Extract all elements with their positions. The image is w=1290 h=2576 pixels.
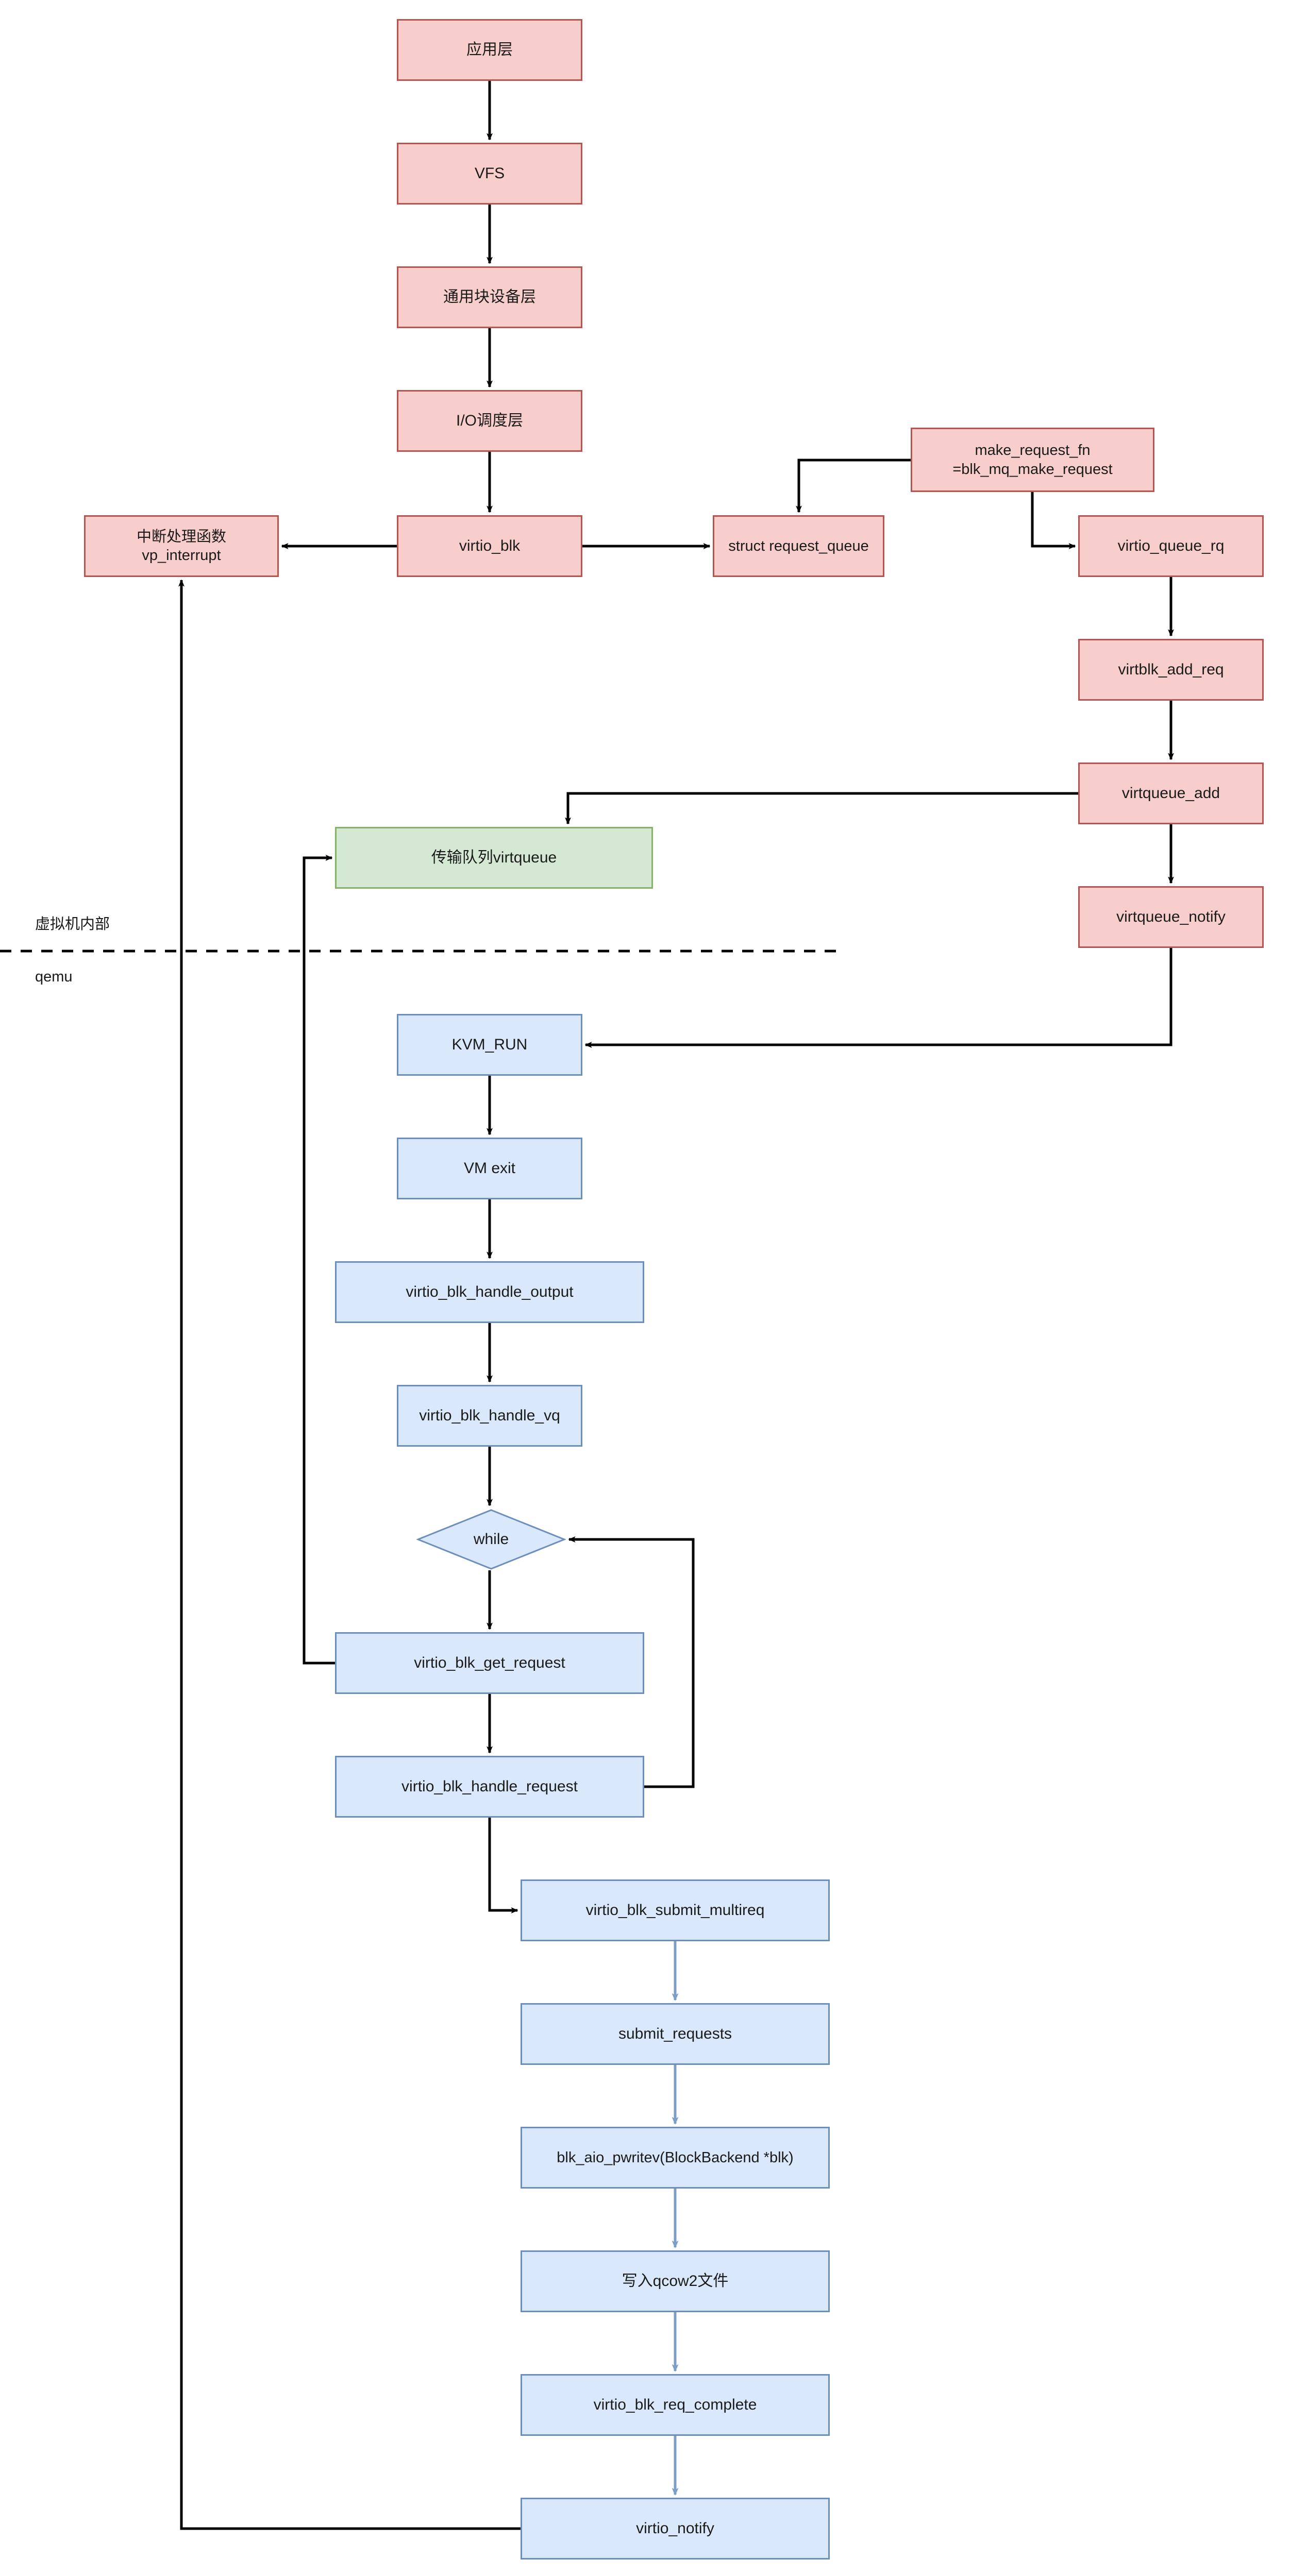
- node-while-decision[interactable]: while: [415, 1509, 567, 1570]
- node-virtqueue[interactable]: 传输队列virtqueue: [335, 827, 653, 889]
- edge-make-request-fn-to-virtio-queue-rq: [1031, 492, 1076, 549]
- node-vfs[interactable]: VFS: [397, 143, 582, 205]
- node-virtio-notify[interactable]: virtio_notify: [521, 2498, 830, 2560]
- node-virtio-blk[interactable]: virtio_blk: [397, 515, 582, 577]
- node-virtio-blk-submit-multireq[interactable]: virtio_blk_submit_multireq: [521, 1879, 830, 1941]
- node-kvm-run[interactable]: KVM_RUN: [397, 1014, 582, 1076]
- qemu-lane-label: qemu: [35, 969, 73, 985]
- edge-make-request-fn-to-request-queue: [796, 459, 911, 513]
- node-blk-aio-pwritev[interactable]: blk_aio_pwritev(BlockBackend *blk): [521, 2127, 830, 2189]
- node-vp-interrupt[interactable]: 中断处理函数 vp_interrupt: [84, 515, 279, 577]
- node-virtio-blk-handle-output[interactable]: virtio_blk_handle_output: [335, 1261, 644, 1323]
- node-write-qcow2[interactable]: 写入qcow2文件: [521, 2250, 830, 2312]
- edge-virtqueue-add-to-virtqueue: [565, 792, 1078, 825]
- node-virtqueue-notify[interactable]: virtqueue_notify: [1078, 886, 1264, 948]
- node-make-request-fn[interactable]: make_request_fn =blk_mq_make_request: [911, 428, 1154, 492]
- node-vm-exit[interactable]: VM exit: [397, 1138, 582, 1199]
- node-generic-block-layer[interactable]: 通用块设备层: [397, 266, 582, 328]
- node-virtblk-add-req[interactable]: virtblk_add_req: [1078, 639, 1264, 701]
- node-virtio-blk-get-request[interactable]: virtio_blk_get_request: [335, 1632, 644, 1694]
- node-io-scheduler-layer[interactable]: I/O调度层: [397, 390, 582, 452]
- node-virtio-blk-handle-request[interactable]: virtio_blk_handle_request: [335, 1756, 644, 1818]
- node-virtqueue-add[interactable]: virtqueue_add: [1078, 762, 1264, 824]
- node-virtio-queue-rq[interactable]: virtio_queue_rq: [1078, 515, 1264, 577]
- node-struct-request-queue[interactable]: struct request_queue: [713, 515, 884, 577]
- edge-virtqueue-notify-to-kvm-run: [584, 948, 1172, 1048]
- while-diamond-shape: [415, 1509, 567, 1570]
- node-submit-requests[interactable]: submit_requests: [521, 2003, 830, 2065]
- while-decision-label: while: [473, 1531, 509, 1548]
- node-virtio-blk-req-complete[interactable]: virtio_blk_req_complete: [521, 2374, 830, 2436]
- guest-lane-label: 虚拟机内部: [35, 916, 110, 933]
- edge-get-request-to-virtqueue: [303, 855, 335, 1665]
- node-virtio-blk-handle-vq[interactable]: virtio_blk_handle_vq: [397, 1385, 582, 1447]
- node-app-layer[interactable]: 应用层: [397, 19, 582, 81]
- edge-handle-request-to-submit-multireq: [488, 1818, 518, 1913]
